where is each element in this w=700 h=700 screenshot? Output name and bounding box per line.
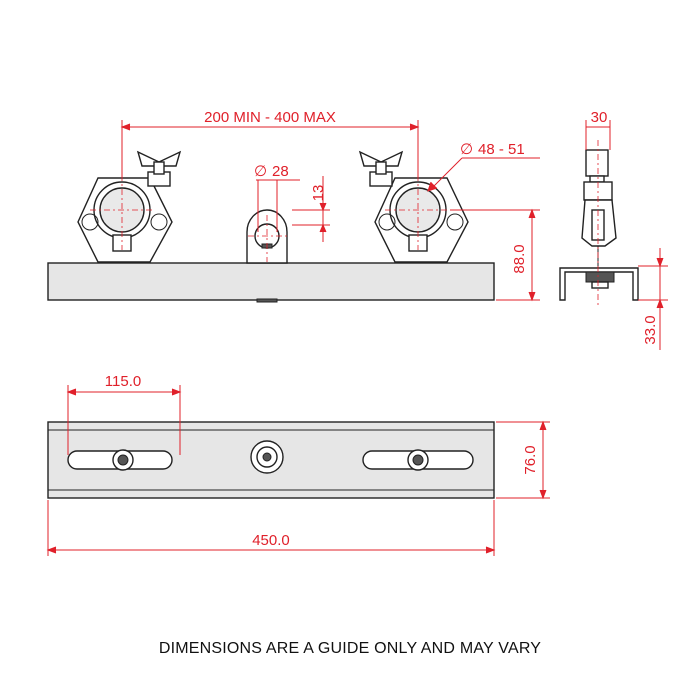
top-view: 115.0 76.0 450.0 [46, 373, 550, 556]
front-base-plate [47, 262, 495, 301]
eye-diameter-label: 28 [272, 163, 289, 180]
front-view: 200 MIN - 400 MAX ∅ 28 13 ∅ 48 - 51 88.0 [47, 109, 540, 303]
side-base-label: 33.0 [642, 315, 659, 344]
side-view: 30 33.0 [559, 109, 668, 350]
disclaimer-text: DIMENSIONS ARE A GUIDE ONLY AND MAY VARY [158, 640, 542, 657]
front-base-nut [256, 298, 278, 303]
eye-offset-label: 13 [310, 185, 327, 202]
eye-diameter-symbol: ∅ [254, 163, 267, 180]
left-half-coupler [77, 150, 182, 263]
tube-diameter-symbol: ∅ [460, 141, 473, 158]
side-width-label: 30 [591, 109, 608, 126]
plate-length-label: 450.0 [252, 532, 290, 549]
tube-range-label: 48 - 51 [478, 141, 525, 158]
clamp-spacing-label: 200 MIN - 400 MAX [204, 109, 336, 126]
plate-width-label: 76.0 [522, 445, 539, 474]
slot-length-label: 115.0 [105, 373, 141, 390]
overall-height-label: 88.0 [511, 244, 528, 273]
